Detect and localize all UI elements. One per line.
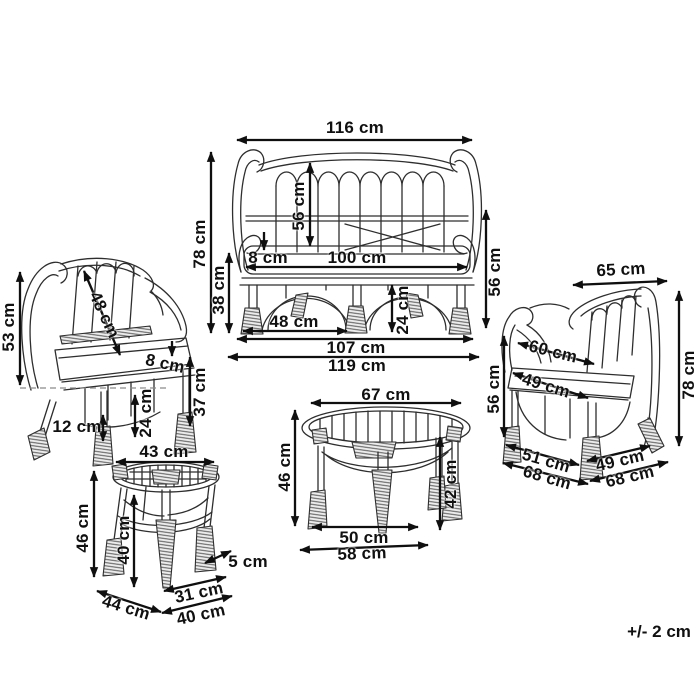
dim-table-base-outer: 58 cm — [337, 543, 387, 564]
dim-armchair-left-seat-height: 37 cm — [190, 367, 209, 417]
dim-sofa-seat-width: 100 cm — [327, 248, 387, 267]
dim-sofa-side-height: 56 cm — [485, 247, 504, 297]
dim-armchair-left-leg-height: 24 cm — [136, 388, 155, 438]
dim-table-base-inner: 50 cm — [339, 528, 389, 547]
dim-table-leg-height: 42 cm — [441, 459, 460, 509]
dim-sofa-leg-height: 24 cm — [393, 285, 412, 335]
dim-sofa-leg-spacing: 48 cm — [269, 312, 319, 331]
dim-armchair-left-height: 53 cm — [0, 302, 18, 352]
dim-armchair-right-height: 78 cm — [679, 350, 698, 400]
dim-table-top-diameter: 67 cm — [361, 385, 411, 404]
dim-stool-height: 46 cm — [73, 503, 92, 553]
dim-armchair-left-foot-height: 12 cm — [52, 417, 102, 436]
dim-sofa-height-total: 78 cm — [190, 219, 209, 269]
dim-table-height: 46 cm — [275, 442, 294, 492]
tolerance-note: +/- 2 cm — [627, 622, 691, 641]
dim-sofa-width-top: 116 cm — [326, 118, 384, 137]
dim-sofa-base-width: 107 cm — [326, 338, 386, 357]
dimension-arrows — [15, 135, 684, 615]
dim-stool-top-diameter: 43 cm — [139, 442, 189, 461]
dim-sofa-width-total: 119 cm — [328, 356, 386, 375]
dim-sofa-seat-height: 38 cm — [209, 265, 228, 315]
dim-sofa-cushion-thickness: 8 cm — [248, 248, 288, 267]
dim-armchair-right-side-height: 56 cm — [484, 364, 503, 414]
stool-drawing — [102, 461, 220, 589]
dim-armchair-right-depth-top: 65 cm — [595, 258, 647, 281]
sofa-drawing — [231, 149, 483, 335]
dim-stool-inner-height: 40 cm — [114, 515, 133, 565]
dim-stool-leg-thickness: 5 cm — [228, 552, 268, 571]
dim-sofa-back-height: 56 cm — [289, 181, 308, 231]
